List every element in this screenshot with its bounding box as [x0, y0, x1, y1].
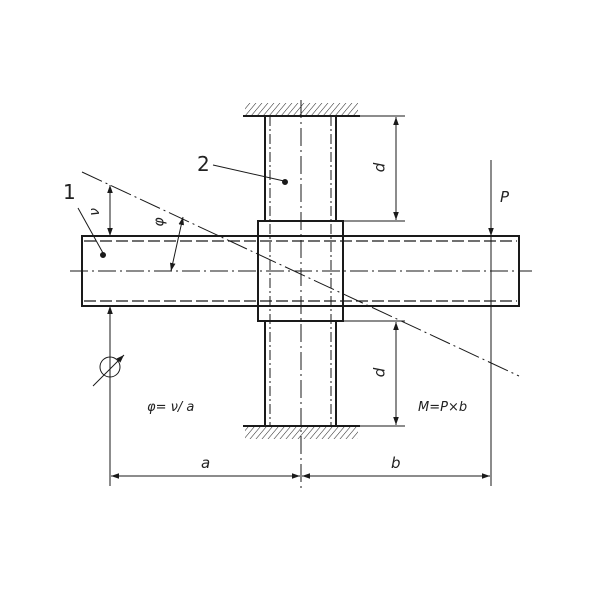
- beam-label: 1: [63, 180, 76, 204]
- angle-formula: φ= ν/ a: [147, 400, 195, 415]
- column: [264, 100, 337, 490]
- beam: [70, 235, 532, 307]
- leader-lines: [77, 164, 288, 258]
- force-label: P: [500, 188, 510, 206]
- d-label-top: d: [370, 162, 389, 173]
- phi-label: φ: [151, 217, 168, 227]
- dial-gauge-icon: [92, 354, 125, 387]
- d-dimension-bottom: [343, 320, 405, 427]
- tilt-line: [81, 171, 520, 377]
- moment-formula: M=P×b: [418, 400, 468, 415]
- clamp-box: [257, 220, 344, 322]
- dim-a-label: a: [201, 454, 211, 472]
- dim-b-label: b: [391, 454, 401, 472]
- d-dimension-top: [336, 115, 405, 222]
- d-label-bottom: d: [370, 367, 389, 378]
- column-label: 2: [197, 152, 210, 176]
- nu-label: ν: [86, 208, 103, 216]
- phi-dimension: [170, 216, 184, 272]
